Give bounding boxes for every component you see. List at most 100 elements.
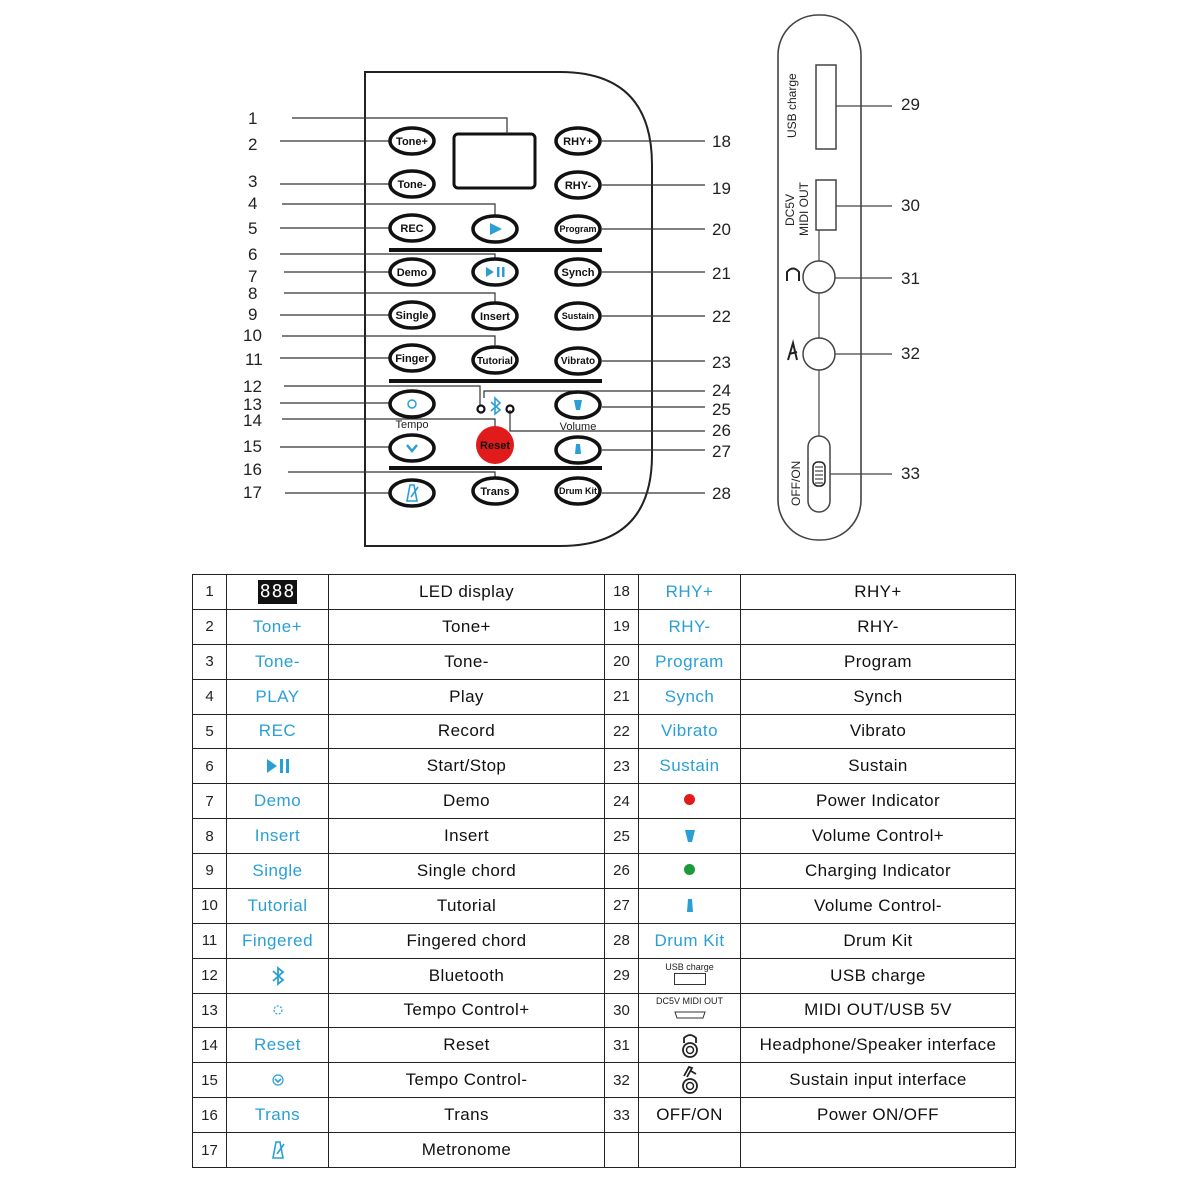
tone-plus-button[interactable]: Tone+ (388, 126, 436, 156)
table-row: 1 888 LED display 18 RHY+ RHY+ (192, 574, 1016, 610)
svg-text:RHY+: RHY+ (563, 136, 593, 148)
svg-text:Single: Single (395, 310, 428, 322)
volume-plus-icon (574, 400, 582, 410)
table-row: 13 Tempo Control+ 30 DC5V MIDI OUT MIDI … (192, 992, 1016, 1029)
tempo-plus-button[interactable] (388, 389, 436, 419)
green-dot-icon (684, 863, 695, 875)
headphone-icon (786, 267, 800, 281)
left-button-column: Tone+ Tone- REC Demo Single Finger Tempo (388, 126, 436, 508)
sustain-jack-icon (681, 1066, 698, 1095)
single-button[interactable]: Single (388, 300, 436, 330)
svg-text:2: 2 (248, 135, 257, 154)
svg-text:29: 29 (901, 95, 920, 114)
volume-caption: Volume (560, 421, 597, 433)
svg-text:24: 24 (712, 381, 731, 400)
rec-button[interactable]: REC (388, 213, 436, 243)
bluetooth-icon (490, 396, 502, 416)
svg-text:Insert: Insert (480, 311, 510, 323)
sustain-jack (802, 337, 836, 371)
tempo-minus-icon (406, 444, 418, 453)
svg-text:18: 18 (712, 132, 731, 151)
tone-minus-button[interactable]: Tone- (388, 169, 436, 199)
off-on-label: OFF/ON (789, 461, 803, 506)
legend-table: 1 888 LED display 18 RHY+ RHY+ 2 Tone+ T… (192, 574, 1016, 1168)
table-row: 14 Reset Reset 31 Headphone/Speaker inte… (192, 1027, 1016, 1064)
svg-text:22: 22 (712, 307, 731, 326)
table-row: 16 Trans Trans 33 OFF/ON Power ON/OFF (192, 1097, 1016, 1133)
svg-text:Finger: Finger (395, 353, 429, 365)
svg-text:16: 16 (243, 460, 262, 479)
table-row: 9 Single Single chord 26 Charging Indica… (192, 853, 1016, 889)
play-icon (490, 223, 502, 235)
left-callout-numbers: 1 2 3 4 5 6 7 8 9 10 11 12 13 14 15 16 1… (243, 109, 263, 502)
svg-text:26: 26 (712, 421, 731, 440)
play-pause-icon (486, 267, 494, 277)
trans-button[interactable]: Trans (471, 476, 519, 506)
usb-charge-label: USB charge (785, 73, 799, 138)
table-row: 17 Metronome (192, 1132, 1016, 1168)
usb-port-icon (673, 972, 706, 985)
red-dot-icon (684, 794, 695, 806)
sustain-button[interactable]: Sustain (554, 301, 602, 331)
tempo-minus-button[interactable] (388, 433, 436, 463)
sustain-pedal-icon (787, 339, 798, 361)
table-row: 6 Start/Stop 23 Sustain Sustain (192, 748, 1016, 785)
volume-plus-button[interactable] (554, 390, 602, 420)
svg-text:6: 6 (248, 245, 257, 264)
metronome-button[interactable] (388, 478, 436, 508)
svg-text:Sustain: Sustain (562, 311, 595, 321)
usb-charge-port (815, 64, 837, 150)
start-stop-button[interactable] (471, 257, 519, 287)
svg-text:31: 31 (901, 269, 920, 288)
side-panel: USB charge DC5V MIDI OUT OFF/ON 29 30 31… (777, 14, 920, 541)
bluetooth-indicator (476, 396, 515, 416)
svg-text:RHY-: RHY- (565, 180, 592, 192)
midi-out-port (815, 179, 837, 231)
svg-text:17: 17 (243, 483, 262, 502)
svg-text:Synch: Synch (561, 267, 594, 279)
svg-text:27: 27 (712, 442, 731, 461)
rhy-minus-button[interactable]: RHY- (554, 170, 602, 200)
rhy-plus-button[interactable]: RHY+ (554, 126, 602, 156)
insert-button[interactable]: Insert (471, 301, 519, 331)
svg-text:Demo: Demo (397, 267, 428, 279)
table-row: 8 Insert Insert 25 Volume Control+ (192, 818, 1016, 854)
table-row: 12 Bluetooth 29 USB charge USB charge (192, 957, 1016, 994)
svg-text:Trans: Trans (480, 486, 509, 498)
svg-text:Vibrato: Vibrato (561, 356, 595, 367)
middle-button-column: Insert Tutorial Reset Trans (471, 214, 519, 506)
drum-kit-button[interactable]: Drum Kit (554, 476, 602, 506)
reset-button[interactable]: Reset (476, 426, 514, 464)
table-row: 15 Tempo Control- 32 Sustain input inter… (192, 1062, 1016, 1099)
svg-text:Drum Kit: Drum Kit (559, 486, 597, 496)
svg-text:23: 23 (712, 353, 731, 372)
svg-text:20: 20 (712, 220, 731, 239)
volume-minus-button[interactable] (554, 435, 602, 465)
panel-outline (364, 71, 653, 547)
table-row: 3 Tone- Tone- 20 Program Program (192, 643, 1016, 680)
table-row: 7 Demo Demo 24 Power Indicator (192, 783, 1016, 820)
synch-button[interactable]: Synch (554, 257, 602, 287)
usb-charge-icon-label: USB charge (665, 961, 714, 972)
right-callout-numbers: 18 19 20 21 22 23 24 25 26 27 28 (712, 132, 731, 503)
finger-button[interactable]: Finger (388, 343, 436, 373)
metronome-icon (271, 1141, 285, 1159)
svg-text:REC: REC (400, 223, 423, 235)
demo-button[interactable]: Demo (388, 257, 436, 287)
program-button[interactable]: Program (554, 214, 602, 244)
dc5v-label: DC5V (783, 194, 797, 226)
vibrato-button[interactable]: Vibrato (554, 346, 602, 376)
svg-text:7: 7 (248, 267, 257, 286)
svg-text:28: 28 (712, 484, 731, 503)
svg-text:32: 32 (901, 344, 920, 363)
svg-text:Tone-: Tone- (397, 179, 426, 191)
svg-text:13: 13 (243, 395, 262, 414)
tutorial-button[interactable]: Tutorial (471, 345, 519, 375)
tempo-minus-icon (271, 1074, 284, 1086)
svg-text:Tone+: Tone+ (396, 136, 428, 148)
tempo-caption: Tempo (395, 419, 428, 431)
svg-text:Tutorial: Tutorial (477, 356, 513, 367)
play-button[interactable] (471, 214, 519, 244)
tempo-plus-icon (407, 399, 417, 409)
svg-text:3: 3 (248, 172, 257, 191)
